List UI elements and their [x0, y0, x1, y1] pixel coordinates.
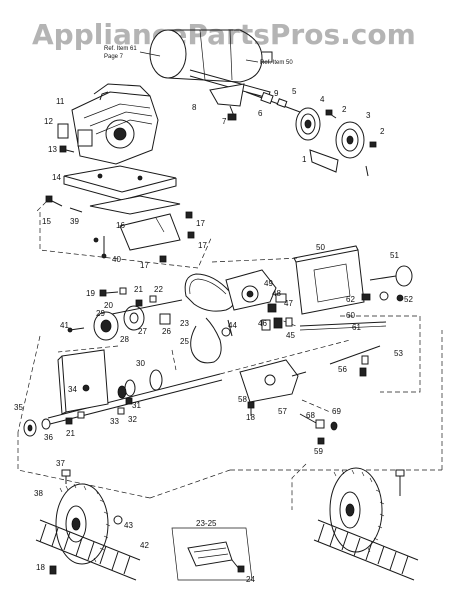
callout-1: 1 — [302, 155, 307, 164]
pulley-4 — [295, 107, 321, 141]
callout-68: 68 — [306, 411, 315, 420]
callout-17: 17 — [198, 241, 207, 250]
callout-50: 50 — [316, 243, 325, 252]
callout-59: 59 — [314, 447, 323, 456]
engine — [71, 83, 159, 165]
callout-22: 22 — [154, 285, 163, 294]
callout-21: 21 — [134, 285, 143, 294]
left-tire-chain — [35, 519, 141, 581]
callout-labels: 1 2 2 3 4 5 6 7 8 9 11 12 13 14 15 39 16… — [14, 87, 413, 584]
callout-39: 39 — [70, 217, 79, 226]
callout-24: 24 — [246, 575, 255, 584]
callout-62: 62 — [346, 295, 355, 304]
callout-2: 2 — [380, 127, 385, 136]
mounting-plate — [63, 165, 177, 201]
callout-44: 44 — [228, 321, 237, 330]
ref-item-50-label: Ref. Item 50 — [260, 60, 293, 66]
callout-3: 3 — [366, 111, 371, 120]
callout-61: 61 — [352, 323, 361, 332]
side-panel — [293, 245, 365, 315]
axle-bracket — [57, 349, 109, 415]
callout-49: 49 — [264, 279, 273, 288]
left-wheel — [55, 483, 111, 565]
chassis-plate — [89, 195, 181, 251]
right-wheel — [329, 467, 385, 553]
callout-2: 2 — [342, 105, 347, 114]
callout-8: 8 — [192, 103, 197, 112]
callout-45: 45 — [286, 331, 295, 340]
pulley-3 — [335, 121, 365, 159]
callout-23: 23 — [180, 319, 189, 328]
callout-17: 17 — [140, 261, 149, 270]
axle-pulley — [93, 299, 183, 341]
callout-14: 14 — [52, 173, 61, 182]
callout-32: 32 — [128, 415, 137, 424]
callout-17: 17 — [196, 219, 205, 228]
shaft-spacers — [245, 91, 301, 113]
callout-35: 35 — [14, 403, 23, 412]
drive-belt-lower — [190, 317, 222, 364]
callout-18: 18 — [246, 413, 255, 422]
callout-53: 53 — [394, 349, 403, 358]
callout-12: 12 — [44, 117, 53, 126]
rear-axle — [47, 369, 223, 425]
callout-11: 11 — [56, 97, 65, 106]
callout-31: 31 — [132, 401, 141, 410]
transmission — [225, 269, 287, 313]
callout-48: 48 — [272, 289, 281, 298]
callout-57: 57 — [278, 407, 287, 416]
chain-repair-kit — [171, 527, 253, 581]
callout-25: 25 — [180, 337, 189, 346]
callout-9: 9 — [274, 89, 279, 98]
callout-37: 37 — [56, 459, 65, 468]
callout-30: 30 — [136, 359, 145, 368]
callout-33: 33 — [110, 417, 119, 426]
motor-housing — [149, 29, 273, 99]
callout-60: 60 — [346, 311, 355, 320]
callout-69: 69 — [332, 407, 341, 416]
callout-21: 21 — [66, 429, 75, 438]
callout-43: 43 — [124, 521, 133, 530]
callout-6: 6 — [258, 109, 263, 118]
callout-18: 18 — [36, 563, 45, 572]
callout-13: 13 — [48, 145, 57, 154]
callout-34: 34 — [68, 385, 77, 394]
callout-19: 19 — [86, 289, 95, 298]
callout-26: 26 — [162, 327, 171, 336]
callout-28: 28 — [120, 335, 129, 344]
pulley-bracket — [309, 149, 339, 173]
callout-7: 7 — [222, 117, 227, 126]
ref-item-61-label: Ref. Item 61 — [104, 46, 137, 52]
page-7-label: Page 7 — [104, 54, 124, 60]
watermark: AppliancePartsPros.com — [32, 18, 416, 51]
callout-46: 46 — [258, 319, 267, 328]
control-knob — [361, 265, 413, 302]
callout-47: 47 — [284, 299, 293, 308]
callout-42: 42 — [140, 541, 149, 550]
callout-41: 41 — [60, 321, 69, 330]
callout-16: 16 — [116, 221, 125, 230]
callout-56: 56 — [338, 365, 347, 374]
callout-36: 36 — [44, 433, 53, 442]
callout-23-25: 23-25 — [196, 519, 217, 528]
bracket — [209, 83, 245, 107]
callout-52: 52 — [404, 295, 413, 304]
callout-40: 40 — [112, 255, 121, 264]
callout-15: 15 — [42, 217, 51, 226]
callout-58: 58 — [238, 395, 247, 404]
callout-20: 20 — [104, 301, 113, 310]
clutch-bracket — [239, 359, 307, 403]
callout-38: 38 — [34, 489, 43, 498]
right-tire-chain — [313, 519, 419, 581]
callout-27: 27 — [138, 327, 147, 336]
callout-29: 29 — [96, 309, 105, 318]
callout-51: 51 — [390, 251, 399, 260]
callout-4: 4 — [320, 95, 325, 104]
callout-5: 5 — [292, 87, 297, 96]
